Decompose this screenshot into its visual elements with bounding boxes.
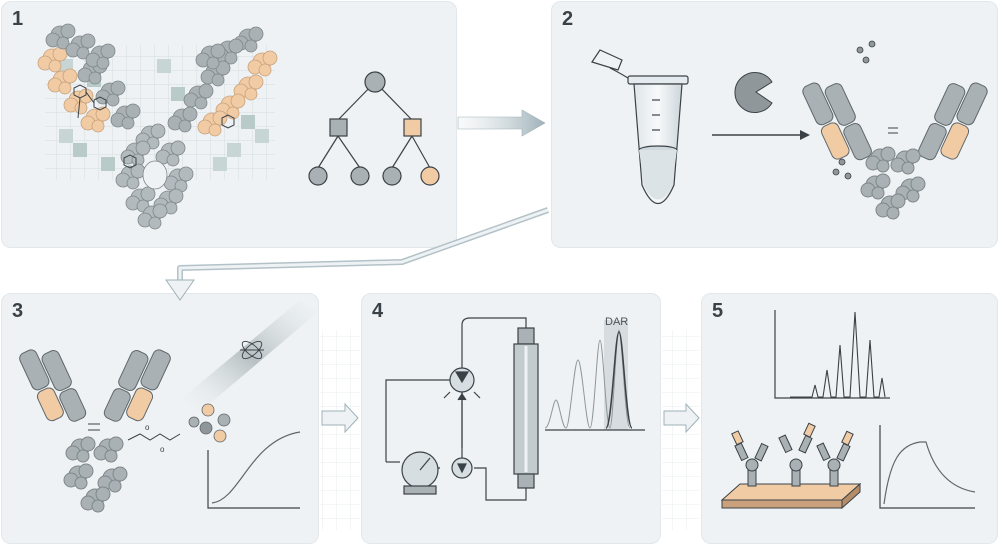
binding-sensorgram [879, 425, 976, 509]
arrow-panel1-to-panel2 [457, 109, 546, 137]
tree-diagram [308, 71, 440, 186]
antibody-surface-model [37, 23, 278, 230]
reaction-arrowhead [800, 130, 810, 140]
antibody-icon [19, 349, 171, 513]
panel-1-content [37, 23, 440, 230]
panel-3-content: o o [19, 300, 318, 513]
tree-node-right [403, 118, 422, 137]
svg-text:o: o [160, 445, 165, 454]
panel-number-1: 1 [12, 8, 24, 30]
chromatography-column [513, 327, 539, 489]
panel-2-content [591, 40, 988, 220]
panel-4-content [385, 317, 645, 501]
panel-number-3: 3 [12, 300, 24, 322]
tree-leaf [350, 166, 370, 186]
biosensor-chip [720, 422, 862, 510]
linker-chemistry: o o [127, 423, 181, 454]
arrow-panel3-to-panel4 [320, 330, 360, 530]
arrow-panel2-to-panel3 [165, 207, 550, 301]
tree-root-node [364, 71, 386, 93]
tree-leaf [382, 166, 402, 186]
photo-crosslinker-icon [240, 340, 264, 360]
tree-leaf [420, 166, 440, 186]
panel-number-5: 5 [712, 300, 724, 322]
panel-2 [551, 1, 998, 248]
panel-number-4: 4 [372, 300, 384, 322]
arrow-panel4-to-panel5 [662, 330, 700, 530]
dar-peak-label: DAR [605, 316, 629, 328]
reaction-kinetics-plot [207, 431, 301, 509]
payload-molecules [188, 403, 231, 443]
tree-leaf [308, 166, 328, 186]
panel-number-2: 2 [562, 8, 574, 30]
mass-spectrum-plot [774, 310, 890, 399]
antibody-conjugate-icon [802, 40, 988, 220]
hic-chromatogram [544, 320, 645, 431]
light-beam [180, 300, 318, 412]
svg-text:o: o [145, 423, 150, 432]
tree-node-left [329, 118, 348, 137]
panel-5-content [720, 310, 976, 510]
microcentrifuge-tube [591, 49, 689, 204]
enzyme-icon [734, 72, 773, 113]
